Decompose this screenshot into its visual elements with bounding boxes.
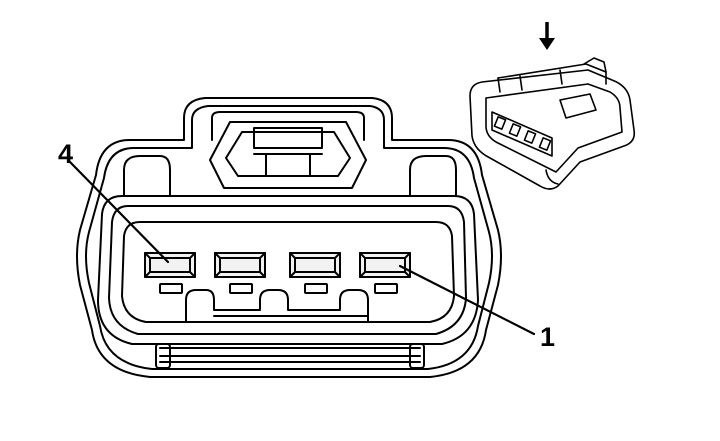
pin-terminal-2 <box>289 252 341 294</box>
leader-line-pin-4 <box>68 160 170 264</box>
connector-inner-housing <box>97 195 479 345</box>
bottom-rail <box>155 343 425 369</box>
left-lock-rib <box>123 155 171 197</box>
latch-frame <box>209 121 367 189</box>
connector-outer-shell-inner <box>85 105 493 370</box>
connector-face <box>76 97 502 378</box>
top-latch <box>211 111 365 141</box>
leader-line-pin-1 <box>398 264 536 336</box>
latch-window <box>225 131 351 177</box>
pin-terminals <box>144 252 411 294</box>
retainer-tabs <box>185 289 369 323</box>
connector-isometric-view <box>469 57 636 190</box>
connector-inner-housing-rim <box>108 205 467 335</box>
pin-label-4: 4 <box>58 139 73 169</box>
pin-terminal-3 <box>214 252 266 294</box>
connector-pin-cavity-wall <box>121 221 455 323</box>
latch-slot <box>253 127 323 149</box>
right-lock-rib <box>409 155 457 197</box>
pin-label-1: 1 <box>540 322 555 352</box>
down-arrow-icon <box>539 22 555 50</box>
connector-outer-shell <box>76 97 502 378</box>
pin-terminal-4 <box>144 252 196 294</box>
pin-terminal-1 <box>359 252 411 294</box>
